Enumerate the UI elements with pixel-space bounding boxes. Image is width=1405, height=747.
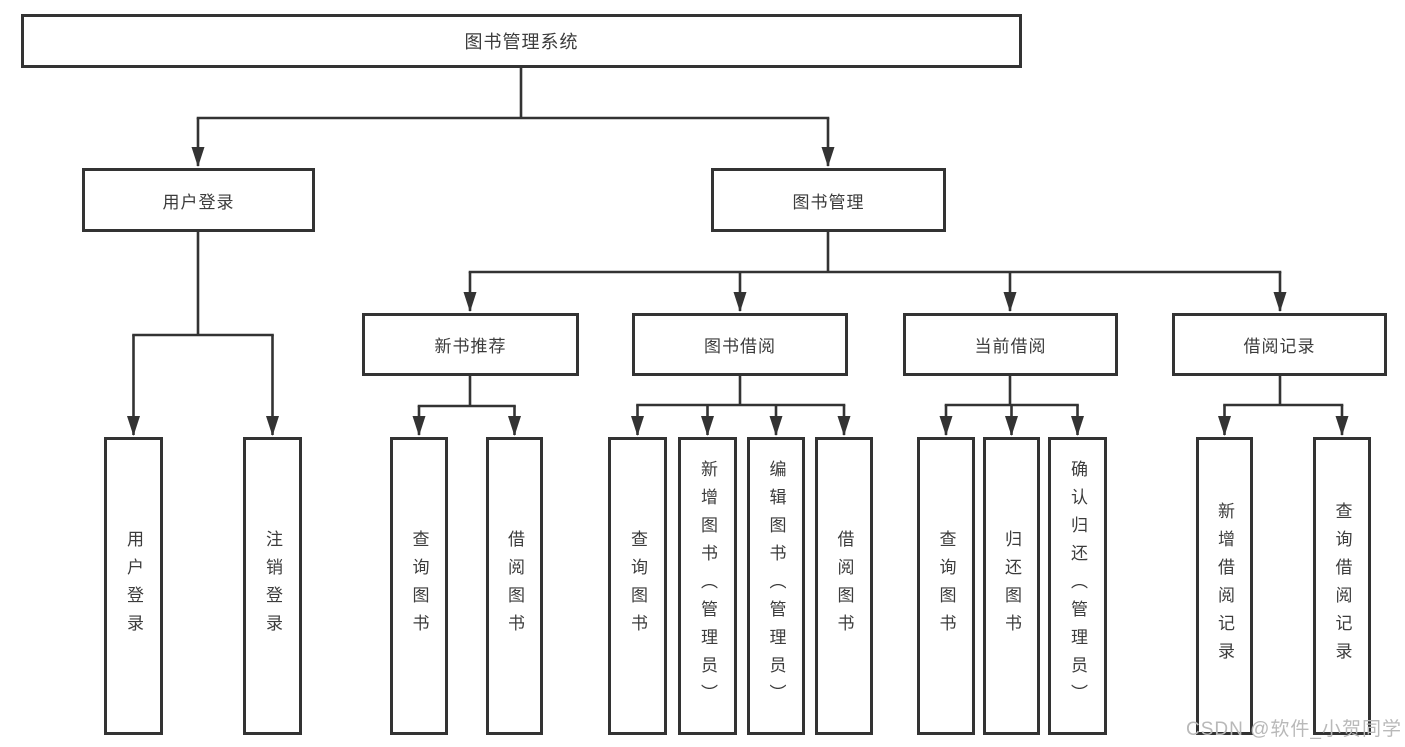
node-borrow-records: 借阅记录 [1172, 313, 1387, 376]
node-label: 借阅记录 [1243, 337, 1316, 356]
node-user-login-branch: 用户登录 [82, 168, 315, 232]
node-label: 新增图书（管理员） [698, 460, 717, 712]
leaf-query-books-2: 查询图书 [608, 437, 667, 735]
leaf-add-books-admin: 新增图书（管理员） [678, 437, 737, 735]
leaf-confirm-return-admin: 确认归还（管理员） [1048, 437, 1107, 735]
node-label: 图书借阅 [704, 337, 776, 356]
leaf-logout: 注销登录 [243, 437, 302, 735]
leaf-query-books-1: 查询图书 [390, 437, 448, 735]
node-label: 当前借阅 [974, 337, 1047, 356]
leaf-edit-books-admin: 编辑图书（管理员） [747, 437, 805, 735]
leaf-query-borrow-record: 查询借阅记录 [1313, 437, 1371, 735]
node-book-borrowing: 图书借阅 [632, 313, 848, 376]
csdn-watermark: CSDN @软件_小贺同学 [1186, 719, 1402, 740]
node-label: 查询图书 [409, 530, 429, 642]
node-label: 借阅图书 [834, 530, 854, 642]
node-current-borrowing: 当前借阅 [903, 313, 1118, 376]
leaf-return-books: 归还图书 [983, 437, 1040, 735]
node-label: 归还图书 [1002, 530, 1021, 642]
node-book-management-branch: 图书管理 [711, 168, 946, 232]
leaf-user-login: 用户登录 [104, 437, 163, 735]
node-label: 编辑图书（管理员） [766, 460, 786, 712]
node-label: 图书管理 [792, 192, 865, 212]
node-new-book-recommend: 新书推荐 [362, 313, 579, 376]
node-label: 查询借阅记录 [1332, 502, 1352, 670]
node-label: 用户登录 [162, 192, 235, 212]
leaf-borrow-books-2: 借阅图书 [815, 437, 873, 735]
node-label: 用户登录 [124, 530, 143, 642]
node-label: 查询图书 [936, 530, 956, 642]
leaf-borrow-books-1: 借阅图书 [486, 437, 543, 735]
node-label: 查询图书 [628, 530, 647, 642]
node-label: 借阅图书 [505, 530, 524, 642]
leaf-query-books-3: 查询图书 [917, 437, 975, 735]
node-label: 图书管理系统 [464, 32, 579, 52]
node-label: 新增借阅记录 [1215, 502, 1234, 670]
node-label: 注销登录 [263, 530, 282, 642]
node-system-root: 图书管理系统 [21, 14, 1022, 68]
leaf-add-borrow-record: 新增借阅记录 [1196, 437, 1253, 735]
node-label: 确认归还（管理员） [1068, 460, 1087, 712]
node-label: 新书推荐 [434, 337, 507, 356]
